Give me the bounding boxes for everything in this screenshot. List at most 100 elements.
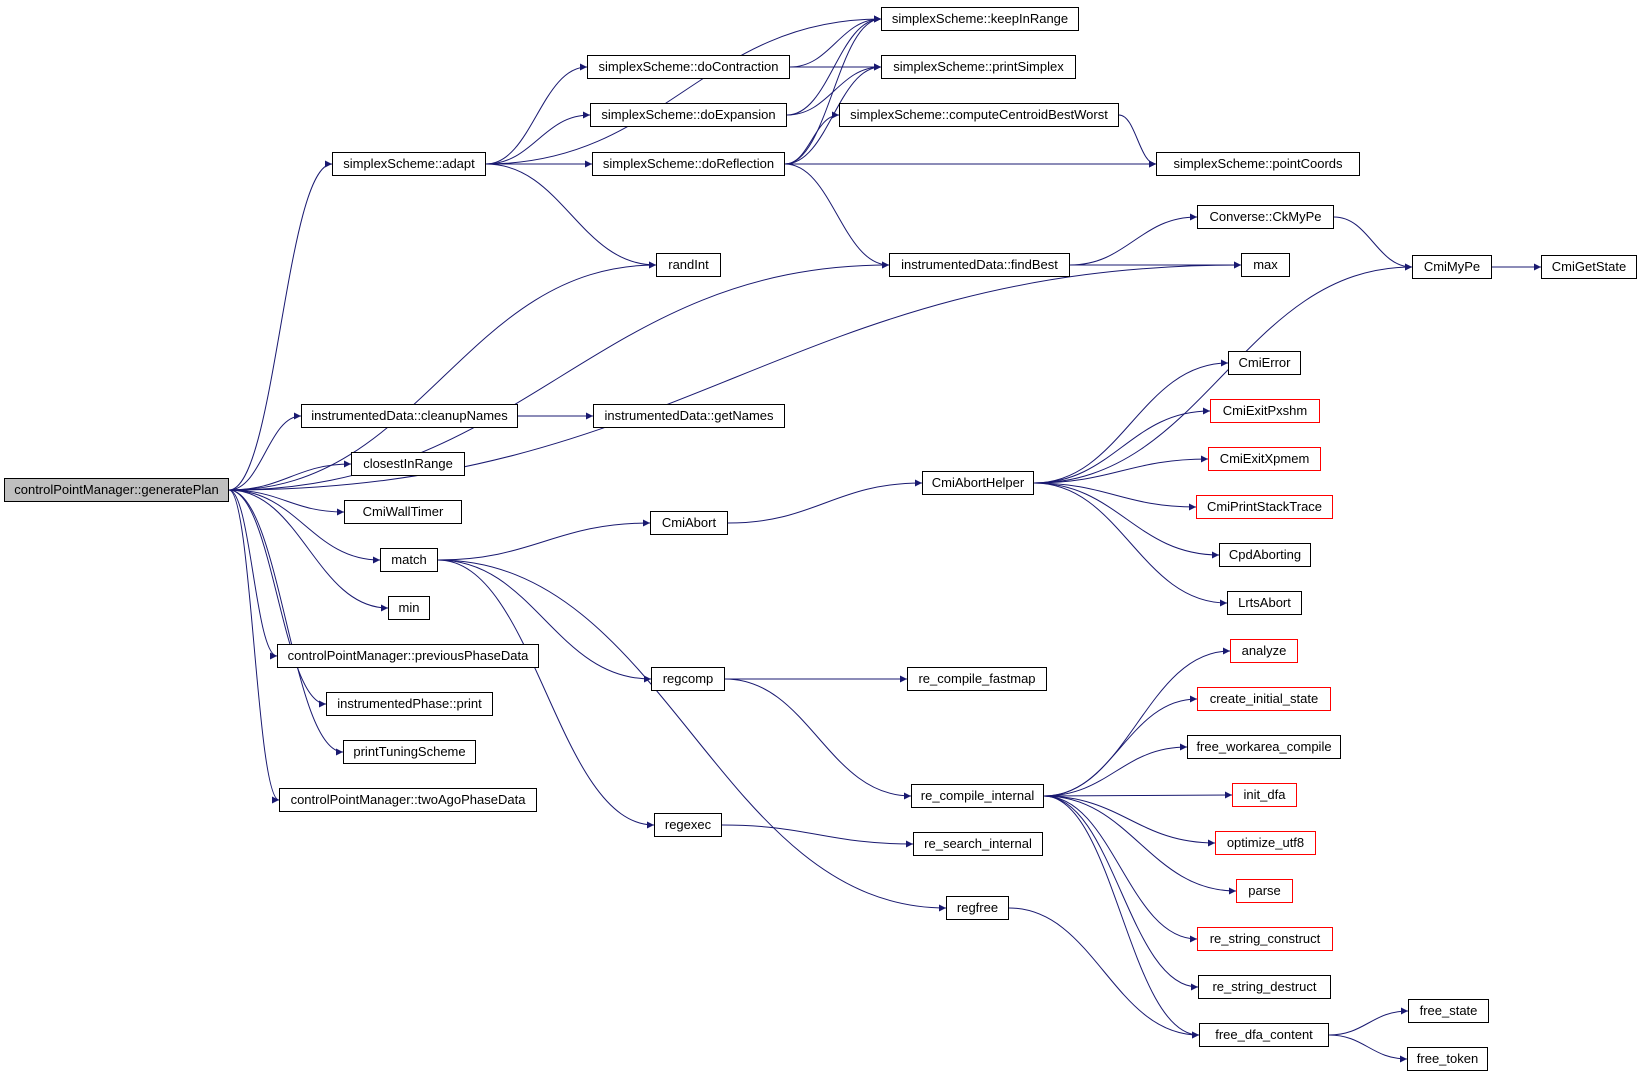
edge-generatePlan-to-phasePrint	[228, 489, 327, 708]
edge-generatePlan-to-findBest	[228, 261, 890, 491]
node-do-expansion[interactable]: simplexScheme::doExpansion	[590, 103, 787, 127]
node-cmi-exit-pxshm[interactable]: CmiExitPxshm	[1210, 399, 1320, 423]
edge-re_compile_internal-to-re_string_destruct	[1043, 795, 1199, 991]
edge-generatePlan-to-cleanupNames	[228, 412, 302, 491]
edge-CmiAbortHelper-to-CmiError	[1033, 359, 1229, 484]
node-cmi-error[interactable]: CmiError	[1228, 351, 1301, 375]
node-free-token[interactable]: free_token	[1407, 1047, 1488, 1071]
edge-re_compile_internal-to-re_string_construct	[1043, 795, 1198, 943]
edge-adapt-to-doExpansion	[485, 111, 591, 165]
node-parse[interactable]: parse	[1236, 879, 1293, 903]
edge-generatePlan-to-closestInRange	[228, 460, 352, 491]
node-do-contraction[interactable]: simplexScheme::doContraction	[587, 55, 790, 79]
edge-adapt-to-randInt	[485, 163, 657, 269]
edge-generatePlan-to-printTuningScheme	[228, 489, 344, 756]
node-re-string-construct[interactable]: re_string_construct	[1197, 927, 1333, 951]
edge-CkMyPe-to-CmiMyPe	[1333, 216, 1413, 271]
node-optimize-utf8[interactable]: optimize_utf8	[1215, 831, 1316, 855]
node-init-dfa[interactable]: init_dfa	[1232, 783, 1297, 807]
node-re-compile-internal[interactable]: re_compile_internal	[911, 784, 1044, 808]
node-get-names[interactable]: instrumentedData::getNames	[593, 404, 785, 428]
edge-regexec-to-re_search_internal	[721, 824, 914, 848]
edge-match-to-CmiAbort	[437, 519, 651, 561]
node-max[interactable]: max	[1241, 253, 1290, 277]
node-find-best[interactable]: instrumentedData::findBest	[889, 253, 1070, 277]
edge-findBest-to-CkMyPe	[1069, 213, 1198, 266]
node-match[interactable]: match	[380, 548, 438, 572]
edge-re_compile_internal-to-init_dfa	[1043, 791, 1233, 799]
node-print-tuning-scheme[interactable]: printTuningScheme	[343, 740, 476, 764]
node-compute-centroid-best-worst[interactable]: simplexScheme::computeCentroidBestWorst	[839, 103, 1119, 127]
node-cleanup-names[interactable]: instrumentedData::cleanupNames	[301, 404, 518, 428]
edge-CmiAbortHelper-to-CpdAborting	[1033, 482, 1220, 559]
node-regcomp[interactable]: regcomp	[651, 667, 725, 691]
node-cpd-aborting[interactable]: CpdAborting	[1219, 543, 1311, 567]
node-converse-ck-my-pe[interactable]: Converse::CkMyPe	[1197, 205, 1334, 229]
edge-doContraction-to-keepInRange	[789, 15, 882, 68]
node-lrts-abort[interactable]: LrtsAbort	[1227, 591, 1302, 615]
node-regfree[interactable]: regfree	[946, 896, 1009, 920]
node-rand-int[interactable]: randInt	[656, 253, 721, 277]
edge-computeCentroid-to-pointCoords	[1118, 114, 1157, 168]
node-cmi-abort-helper[interactable]: CmiAbortHelper	[922, 471, 1034, 495]
node-free-dfa-content[interactable]: free_dfa_content	[1199, 1023, 1329, 1047]
edge-re_compile_internal-to-analyze	[1043, 647, 1231, 797]
edge-CmiAbort-to-CmiAbortHelper	[727, 479, 923, 524]
edge-CmiAbortHelper-to-LrtsAbort	[1033, 482, 1228, 607]
node-min[interactable]: min	[388, 596, 430, 620]
node-free-workarea-compile[interactable]: free_workarea_compile	[1187, 735, 1341, 759]
node-free-state[interactable]: free_state	[1408, 999, 1489, 1023]
edge-regfree-to-free_dfa_content	[1008, 907, 1200, 1039]
node-generate-plan[interactable]: controlPointManager::generatePlan	[4, 478, 229, 502]
node-simplex-adapt[interactable]: simplexScheme::adapt	[332, 152, 486, 176]
node-re-compile-fastmap[interactable]: re_compile_fastmap	[907, 667, 1047, 691]
edge-CmiAbortHelper-to-CmiExitXpmem	[1033, 455, 1209, 484]
node-two-ago-phase-data[interactable]: controlPointManager::twoAgoPhaseData	[279, 788, 537, 812]
edge-doExpansion-to-printSimplex	[786, 63, 882, 116]
edge-generatePlan-to-twoAgoPhaseData	[228, 489, 280, 804]
node-cmi-wall-timer[interactable]: CmiWallTimer	[344, 500, 462, 524]
node-cmi-get-state[interactable]: CmiGetState	[1541, 255, 1637, 279]
edge-free_dfa_content-to-free_state	[1328, 1007, 1409, 1036]
node-cmi-my-pe[interactable]: CmiMyPe	[1412, 255, 1492, 279]
edge-adapt-to-keepInRange	[485, 15, 882, 165]
edge-re_compile_internal-to-optimize_utf8	[1043, 795, 1216, 847]
node-print-simplex[interactable]: simplexScheme::printSimplex	[881, 55, 1076, 79]
edge-adapt-to-doContraction	[485, 63, 588, 165]
node-closest-in-range[interactable]: closestInRange	[351, 452, 465, 476]
edge-match-to-regexec	[437, 559, 655, 829]
edge-re_compile_internal-to-free_workarea_compile	[1043, 743, 1188, 797]
edge-generatePlan-to-randInt	[228, 261, 657, 491]
edge-generatePlan-to-CmiWallTimer	[228, 489, 345, 516]
edge-doExpansion-to-keepInRange	[786, 15, 882, 116]
edge-re_compile_internal-to-free_dfa_content	[1043, 795, 1200, 1039]
edge-doReflection-to-findBest	[784, 163, 890, 269]
node-re-string-destruct[interactable]: re_string_destruct	[1198, 975, 1331, 999]
node-cmi-print-stack-trace[interactable]: CmiPrintStackTrace	[1196, 495, 1333, 519]
node-re-search-internal[interactable]: re_search_internal	[913, 832, 1043, 856]
edge-free_dfa_content-to-free_token	[1328, 1034, 1408, 1063]
node-instrumented-phase-print[interactable]: instrumentedPhase::print	[326, 692, 493, 716]
node-cmi-abort[interactable]: CmiAbort	[650, 511, 728, 535]
node-do-reflection[interactable]: simplexScheme::doReflection	[592, 152, 785, 176]
edge-generatePlan-to-previousPhaseData	[228, 489, 278, 660]
edge-generatePlan-to-min	[228, 489, 389, 612]
edge-match-to-regfree	[437, 559, 947, 912]
edge-re_compile_internal-to-create_initial_state	[1043, 695, 1198, 797]
node-regexec[interactable]: regexec	[654, 813, 722, 837]
edge-generatePlan-to-adapt	[228, 160, 333, 491]
edge-generatePlan-to-match	[228, 489, 381, 564]
edge-CmiAbortHelper-to-CmiExitPxshm	[1033, 407, 1211, 484]
node-keep-in-range[interactable]: simplexScheme::keepInRange	[881, 7, 1079, 31]
edge-CmiAbortHelper-to-CmiPrintStackTrace	[1033, 482, 1197, 511]
node-point-coords[interactable]: simplexScheme::pointCoords	[1156, 152, 1360, 176]
edge-regcomp-to-re_compile_internal	[724, 678, 912, 800]
node-cmi-exit-xpmem[interactable]: CmiExitXpmem	[1208, 447, 1321, 471]
node-create-initial-state[interactable]: create_initial_state	[1197, 687, 1331, 711]
edge-re_compile_internal-to-parse	[1043, 795, 1237, 895]
node-analyze[interactable]: analyze	[1230, 639, 1298, 663]
node-previous-phase-data[interactable]: controlPointManager::previousPhaseData	[277, 644, 539, 668]
edge-doReflection-to-keepInRange	[784, 15, 882, 165]
